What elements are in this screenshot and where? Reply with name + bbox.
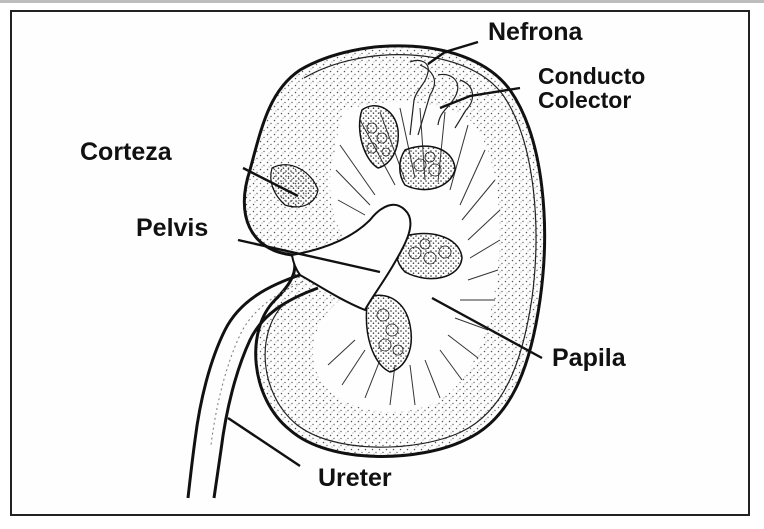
label-corteza: Corteza (80, 138, 173, 166)
label-papila: Papila (552, 344, 627, 372)
label-pelvis: Pelvis (136, 214, 208, 242)
label-conducto-line2: Colector (538, 87, 631, 113)
label-nefrona: Nefrona (488, 18, 584, 46)
label-conducto-line1: Conducto (538, 63, 645, 89)
label-ureter: Ureter (318, 464, 392, 492)
